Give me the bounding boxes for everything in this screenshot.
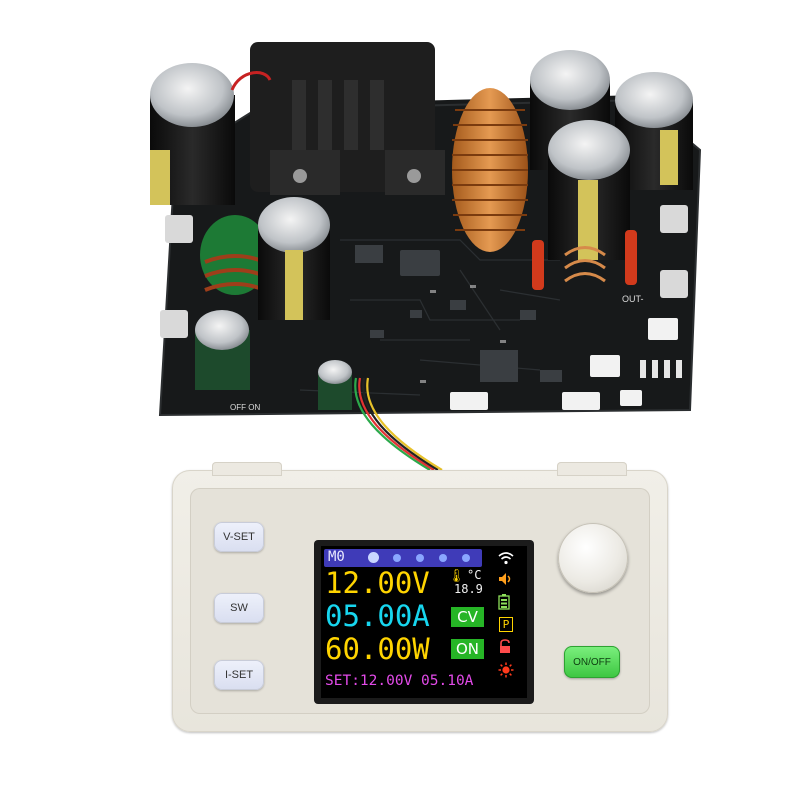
ribbon-cable bbox=[354, 377, 443, 471]
capacitor-small-2 bbox=[318, 360, 352, 410]
speaker-icon bbox=[498, 572, 514, 590]
v-set-button[interactable]: V-SET bbox=[214, 522, 264, 552]
memory-dot bbox=[416, 554, 424, 562]
capacitor-large bbox=[150, 63, 235, 205]
on-badge: ON bbox=[451, 639, 484, 659]
wifi-icon bbox=[498, 551, 514, 569]
voltage-readout: 12.00V bbox=[325, 566, 430, 600]
memory-label: M0 bbox=[328, 549, 345, 565]
cv-badge: CV bbox=[451, 607, 484, 627]
protect-icon: P bbox=[499, 617, 513, 632]
battery-icon bbox=[498, 594, 510, 614]
memory-dot bbox=[462, 554, 470, 562]
control-panel: V-SET SW I-SET ON/OFF M0 12.00V 05.00A 6… bbox=[172, 462, 668, 732]
switch-label: OFF ON bbox=[230, 403, 260, 412]
panel-clip bbox=[212, 462, 282, 476]
temperature-readout: 18.9 bbox=[454, 582, 483, 596]
capacitor-mid bbox=[258, 197, 330, 320]
status-icon-column: P bbox=[492, 549, 524, 690]
power-readout: 60.00W bbox=[325, 632, 430, 666]
lcd-screen: M0 12.00V 05.00A 60.00W 🌡 °C 18.9 CV ON … bbox=[321, 546, 527, 698]
memory-bar: M0 bbox=[324, 549, 482, 567]
current-readout: 05.00A bbox=[325, 599, 430, 633]
memory-dot bbox=[368, 552, 379, 563]
setpoint-readout: SET:12.00V 05.10A bbox=[325, 673, 474, 689]
capacitor-front bbox=[548, 120, 630, 260]
panel-clip bbox=[557, 462, 627, 476]
lock-icon bbox=[498, 639, 512, 658]
memory-dot bbox=[439, 554, 447, 562]
i-set-button[interactable]: I-SET bbox=[214, 660, 264, 690]
sw-button[interactable]: SW bbox=[214, 593, 264, 623]
capacitor-small-1 bbox=[195, 310, 250, 390]
thermometer-icon: 🌡 bbox=[448, 569, 465, 584]
dcdc-converter-board: OUT- OFF ON bbox=[150, 42, 702, 471]
panel-face: V-SET SW I-SET ON/OFF M0 12.00V 05.00A 6… bbox=[190, 488, 650, 714]
silkscreen-out-label: OUT- bbox=[622, 294, 644, 304]
lcd-bezel: M0 12.00V 05.00A 60.00W 🌡 °C 18.9 CV ON … bbox=[314, 540, 534, 704]
temperature-unit: °C bbox=[467, 568, 482, 582]
brightness-icon bbox=[498, 662, 514, 682]
on-off-button[interactable]: ON/OFF bbox=[564, 646, 620, 678]
toroid-inductor bbox=[452, 88, 528, 252]
memory-dot bbox=[393, 554, 401, 562]
rotary-encoder-knob[interactable] bbox=[558, 523, 628, 593]
